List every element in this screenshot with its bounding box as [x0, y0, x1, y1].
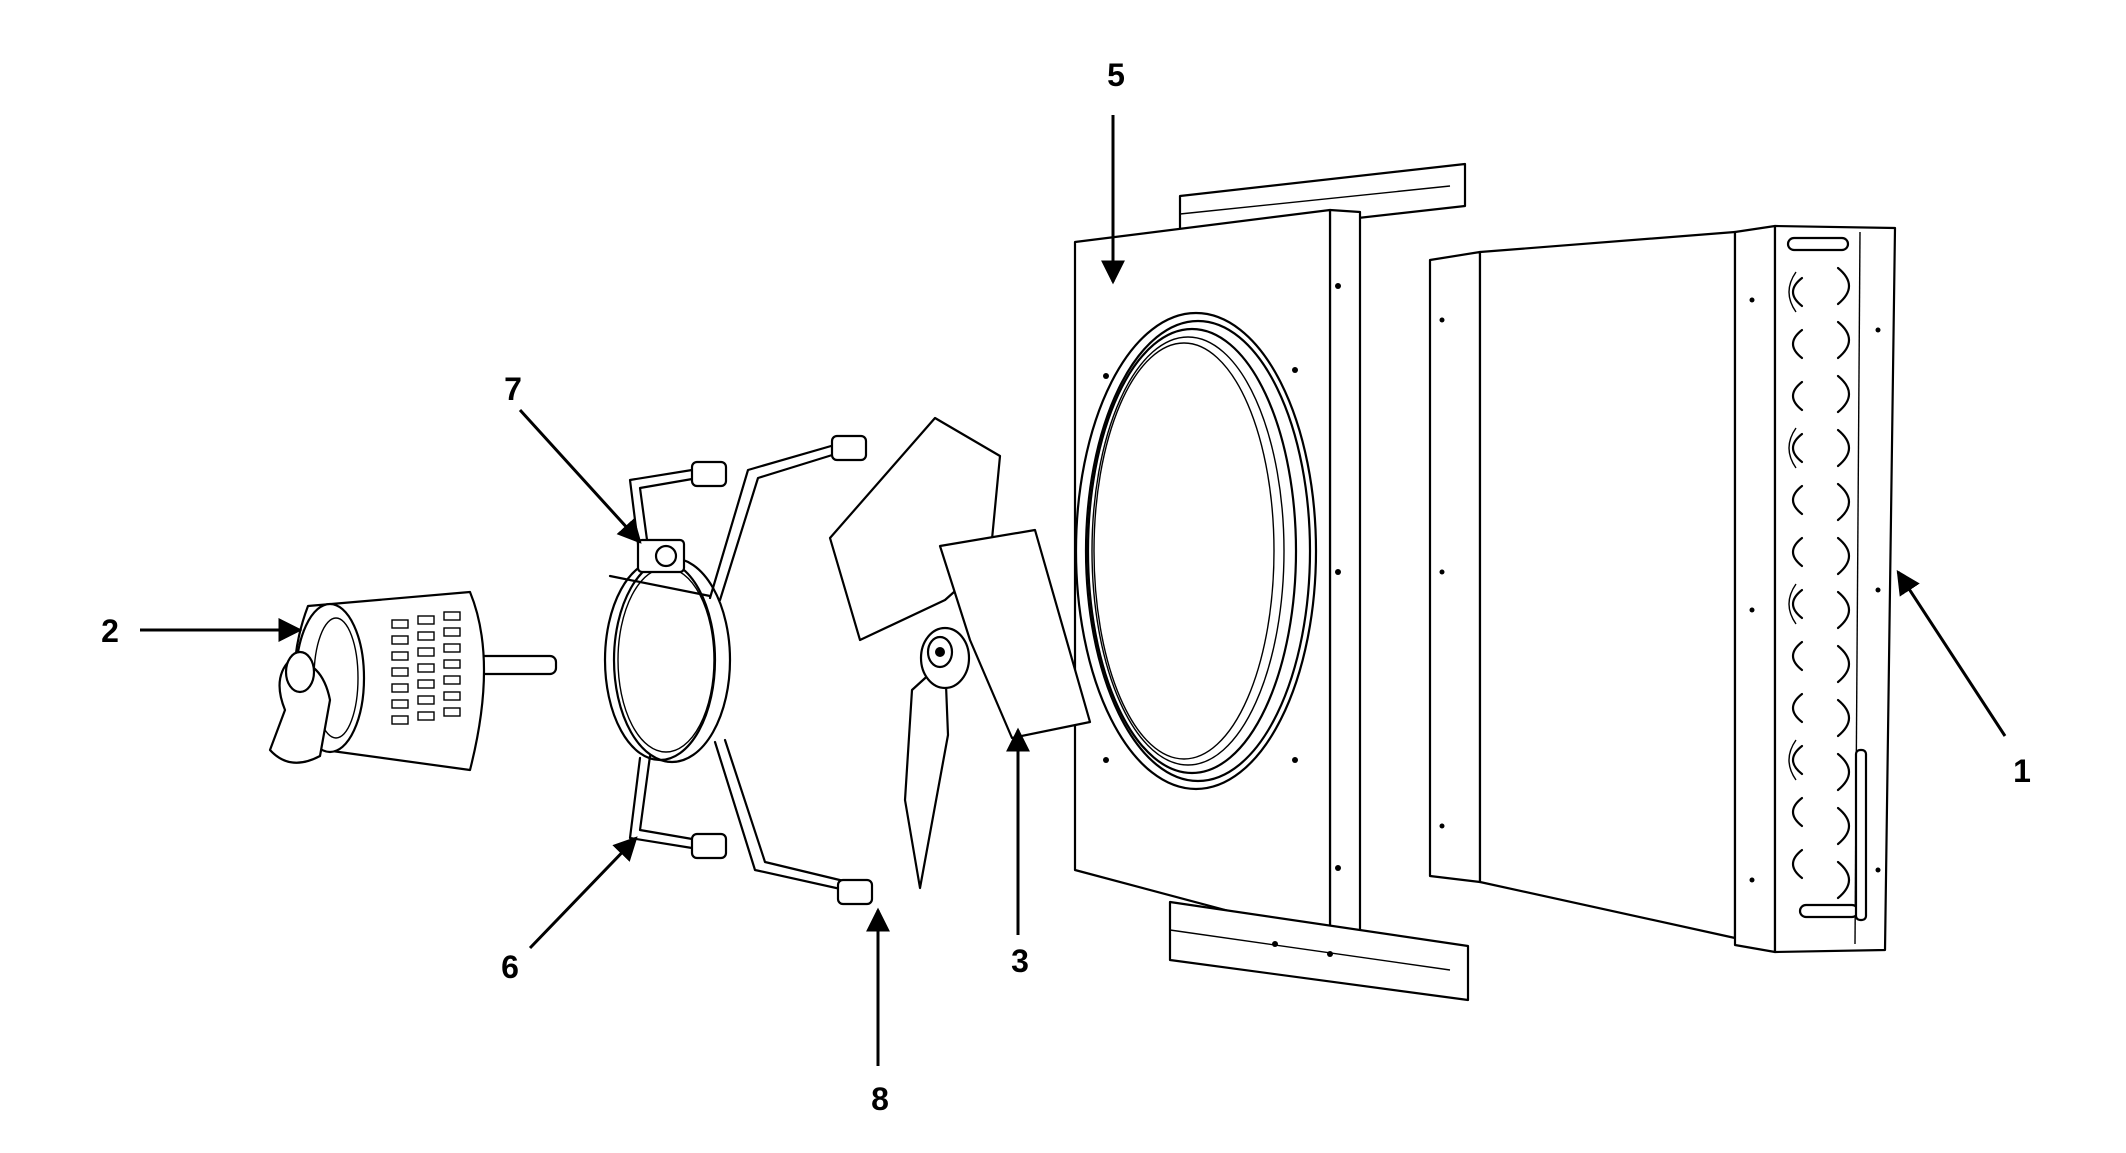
fan-motor: [268, 590, 558, 772]
callout-labels: 1 2 3 5 6 7 8: [101, 57, 2031, 1117]
callout-5: 5: [1107, 57, 1125, 93]
callout-7: 7: [504, 371, 522, 407]
motor-mount: [603, 434, 874, 906]
callout-6: 6: [501, 949, 519, 985]
callout-2: 2: [101, 613, 119, 649]
leader-6: [528, 836, 638, 950]
callout-1: 1: [2013, 753, 2031, 789]
callout-8: 8: [871, 1081, 889, 1117]
leader-1: [1896, 569, 2007, 737]
leader-lines: [140, 115, 2007, 1066]
callout-3: 3: [1011, 943, 1029, 979]
fan-shroud: [1073, 162, 1470, 1002]
condenser-coil: [1428, 224, 1897, 954]
fan-blade: [828, 416, 1092, 890]
return-bends: [1788, 266, 1851, 900]
leader-7: [518, 408, 642, 544]
